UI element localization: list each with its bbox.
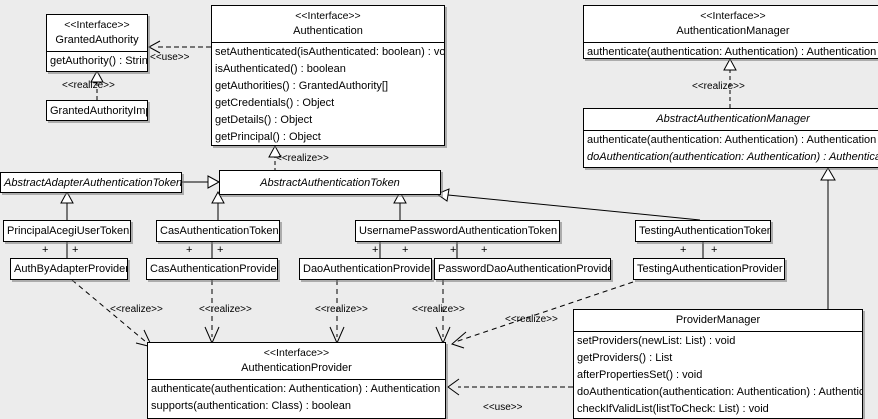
- method-item: supports(authentication: Class) : boolea…: [151, 400, 351, 412]
- class-granted-authority[interactable]: <<Interface>> GrantedAuthority getAuthor…: [46, 14, 148, 72]
- class-testing-authentication-token[interactable]: TestingAuthenticationToken: [635, 220, 771, 242]
- association-plus: +: [680, 244, 687, 256]
- methods-compartment: setAuthenticated(isAuthenticated: boolea…: [212, 42, 444, 147]
- class-authentication-provider[interactable]: <<Interface>> AuthenticationProvider aut…: [147, 342, 446, 419]
- method-item: isAuthenticated() : boolean: [215, 63, 346, 75]
- method-item: getAuthorities() : GrantedAuthority[]: [215, 80, 389, 92]
- association-plus: +: [402, 244, 409, 256]
- method-item: doAuthentication(authentication: Authent…: [577, 386, 862, 398]
- class-header: <<Interface>> Authentication: [212, 6, 444, 42]
- class-name: TestingAuthenticationProvider: [637, 263, 783, 275]
- stereotype-label: <<Interface>>: [263, 347, 330, 359]
- class-name: ProviderManager: [675, 314, 761, 326]
- class-cas-authentication-provider[interactable]: CasAuthenticationProvider: [146, 258, 278, 280]
- method-item: authenticate(authentication: Authenticat…: [151, 383, 441, 395]
- class-granted-authority-impl[interactable]: GrantedAuthorityImpl: [46, 100, 148, 121]
- edge-label-realize-passworddaoauthenticationprovider: <<realize>>: [412, 304, 465, 315]
- class-abstract-authentication-token[interactable]: AbstractAuthenticationToken: [219, 170, 441, 195]
- method-item: setProviders(newList: List) : void: [577, 335, 736, 347]
- edge-label-realize-casauthenticationprovider: <<realize>>: [199, 304, 252, 315]
- edge-label-realize-abstractauthenticationtoken: <<realize>>: [276, 153, 329, 164]
- class-name: TestingAuthenticationToken: [639, 225, 770, 237]
- methods-compartment: setProviders(newList: List) : void getPr…: [574, 331, 862, 419]
- class-principal-acegi-user-token[interactable]: PrincipalAcegiUserToken: [3, 220, 131, 242]
- edge-label-realize-grantedauthorityimpl: <<realize>>: [62, 80, 115, 91]
- class-header: <<Interface>> GrantedAuthority: [47, 15, 147, 51]
- class-abstract-adapter-authentication-token[interactable]: AbstractAdapterAuthenticationToken: [0, 172, 182, 193]
- class-cas-authentication-token[interactable]: CasAuthenticationToken: [156, 220, 280, 242]
- class-username-password-authentication-token[interactable]: UsernamePasswordAuthenticationToken: [355, 220, 560, 242]
- class-name: AuthenticationManager: [676, 25, 790, 37]
- class-name: DaoAuthenticationProvider: [303, 263, 431, 275]
- class-header: <<Interface>> AuthenticationManager: [584, 6, 878, 42]
- class-name: UsernamePasswordAuthenticationToken: [359, 225, 558, 237]
- class-name: Authentication: [293, 25, 363, 37]
- class-name: AbstractAdapterAuthenticationToken: [4, 177, 181, 189]
- association-plus: +: [372, 244, 379, 256]
- class-abstract-authentication-manager[interactable]: AbstractAuthenticationManager authentica…: [583, 108, 878, 168]
- edge-label-realize-providermanager: <<realize>>: [505, 314, 558, 325]
- method-item: getProviders() : List: [577, 352, 673, 364]
- class-testing-authentication-provider[interactable]: TestingAuthenticationProvider: [633, 258, 785, 280]
- stereotype-label: <<Interface>>: [700, 10, 766, 22]
- association-plus: +: [217, 244, 224, 256]
- class-name: GrantedAuthority: [55, 34, 139, 46]
- class-name: AbstractAuthenticationManager: [656, 113, 810, 125]
- class-name: AuthByAdapterProvider: [14, 263, 127, 275]
- class-authentication[interactable]: <<Interface>> Authentication setAuthenti…: [211, 5, 445, 146]
- association-plus: +: [186, 244, 193, 256]
- association-plus: +: [711, 244, 718, 256]
- class-authentication-manager[interactable]: <<Interface>> AuthenticationManager auth…: [583, 5, 878, 59]
- method-item: authenticate(authentication: Authenticat…: [587, 46, 877, 58]
- stereotype-label: <<Interface>>: [295, 10, 361, 22]
- association-plus: +: [481, 244, 488, 256]
- class-header: AbstractAuthenticationManager: [584, 109, 878, 130]
- edge-label-use-providermanager-authenticationprovider: <<use>>: [483, 402, 523, 413]
- methods-compartment: getAuthority() : String: [47, 51, 147, 71]
- class-password-dao-authentication-provider[interactable]: PasswordDaoAuthenticationProvider: [434, 258, 611, 280]
- class-name: AuthenticationProvider: [241, 362, 352, 374]
- class-name: AbstractAuthenticationToken: [260, 177, 400, 189]
- class-provider-manager[interactable]: ProviderManager setProviders(newList: Li…: [573, 309, 863, 419]
- method-item: getAuthority() : String: [50, 55, 147, 67]
- edge-label-realize-daoauthenticationprovider: <<realize>>: [315, 304, 368, 315]
- association-plus: +: [450, 244, 457, 256]
- edge-label-realize-abstractauthenticationmanager: <<realize>>: [692, 81, 745, 92]
- class-auth-by-adapter-provider[interactable]: AuthByAdapterProvider: [10, 258, 128, 280]
- method-item: getDetails() : Object: [215, 114, 313, 126]
- class-name: CasAuthenticationToken: [160, 225, 279, 237]
- method-item: getCredentials() : Object: [215, 97, 335, 109]
- stereotype-label: <<Interface>>: [64, 19, 130, 31]
- edge-label-use-authentication-grantedauthority: <<use>>: [150, 52, 190, 63]
- methods-compartment: authenticate(authentication: Authenticat…: [148, 379, 445, 416]
- method-item: authenticate(authentication: Authenticat…: [587, 134, 877, 146]
- method-item: doAuthentication(authentication: Authent…: [587, 151, 878, 163]
- class-name: PasswordDaoAuthenticationProvider: [438, 263, 610, 275]
- edge-label-realize-authbyadapterprovider: <<realize>>: [110, 304, 163, 315]
- association-plus: +: [42, 244, 49, 256]
- association-plus: +: [72, 244, 79, 256]
- methods-compartment: authenticate(authentication: Authenticat…: [584, 42, 878, 62]
- method-item: checkIfValidList(listToCheck: List) : vo…: [577, 403, 769, 415]
- method-item: afterPropertiesSet() : void: [577, 369, 703, 381]
- class-name: CasAuthenticationProvider: [150, 263, 277, 275]
- class-header: ProviderManager: [574, 310, 862, 331]
- class-name: PrincipalAcegiUserToken: [7, 225, 130, 237]
- class-name: GrantedAuthorityImpl: [50, 105, 147, 117]
- method-item: setAuthenticated(isAuthenticated: boolea…: [215, 46, 444, 58]
- methods-compartment: authenticate(authentication: Authenticat…: [584, 130, 878, 167]
- method-item: getPrincipal() : Object: [215, 131, 321, 143]
- class-dao-authentication-provider[interactable]: DaoAuthenticationProvider: [299, 258, 432, 280]
- class-header: <<Interface>> AuthenticationProvider: [148, 343, 445, 379]
